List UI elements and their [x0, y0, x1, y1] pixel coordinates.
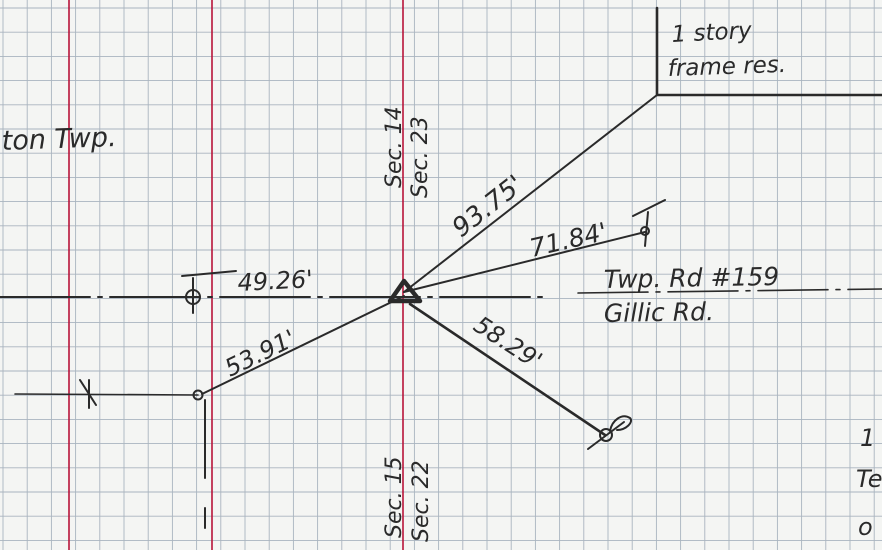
- measurement-to-pole-lower-left: 53.91': [220, 324, 300, 382]
- measurement-to-pole-road: 49.26': [237, 265, 314, 297]
- tie-line-building: [403, 94, 658, 293]
- right-edge-text-1: 1: [860, 424, 875, 452]
- township-label: ton Twp.: [1, 122, 117, 157]
- building-label: 1 story frame res.: [667, 18, 786, 82]
- utility-pole-icon: [632, 199, 666, 247]
- building-label-line-2: frame res.: [667, 52, 786, 82]
- section-label-upper: Sec. 14 Sec. 23: [382, 106, 433, 198]
- utility-pole-icon: [587, 415, 632, 450]
- road-centerline-right: [577, 288, 882, 294]
- utility-pole-icon: [181, 270, 237, 314]
- road-label-line-2: Gillic Rd.: [604, 297, 715, 328]
- right-edge-text-3: o: [858, 513, 873, 541]
- tie-line-pole-upper: [403, 231, 646, 293]
- section-label-sec-23: Sec. 23: [408, 116, 433, 198]
- fence-post-icon: [79, 379, 97, 409]
- road-label-line-1: Twp. Rd #159: [604, 262, 780, 294]
- right-edge-text-2: Te: [856, 465, 882, 493]
- benchmark-triangle-icon: [387, 278, 423, 304]
- right-edge-text: 1 Te o: [856, 424, 882, 541]
- utility-pole-icon: [192, 389, 204, 401]
- road-label: Twp. Rd #159 Gillic Rd.: [604, 262, 780, 328]
- section-label-sec-14: Sec. 14: [382, 106, 407, 188]
- measurement-to-building: 93.75': [447, 170, 530, 244]
- section-label-lower: Sec. 15 Sec. 22: [382, 456, 434, 542]
- section-label-sec-15: Sec. 15: [382, 456, 407, 538]
- property-line-lower: [14, 393, 199, 396]
- tie-line-pole-lower-left: [201, 295, 405, 395]
- measurement-to-pole-upper: 71.84': [527, 217, 610, 263]
- section-label-sec-22: Sec. 22: [409, 460, 434, 542]
- building-label-line-1: 1 story: [671, 18, 753, 48]
- tie-line-pole-lower-right: [408, 302, 607, 437]
